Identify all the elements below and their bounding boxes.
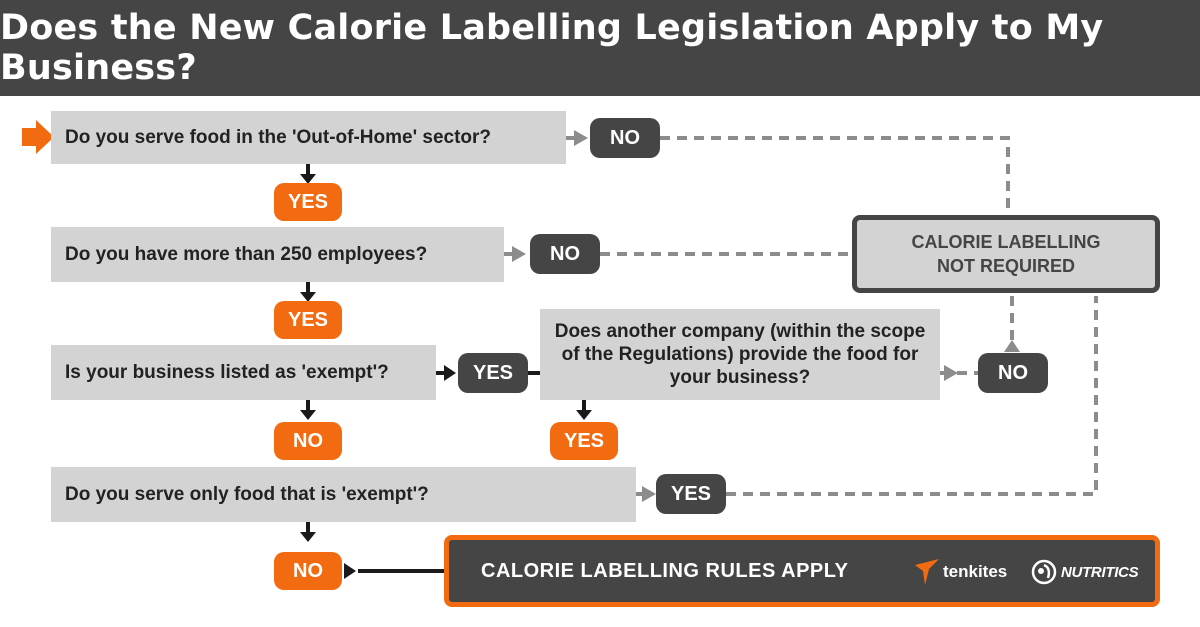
outcome-not-required-line1: CALORIE LABELLING	[911, 232, 1101, 252]
arrowhead-down-5	[300, 532, 316, 542]
arrowhead-down-1	[300, 174, 316, 184]
arrowhead-q1-no	[574, 130, 588, 146]
question-employees-text: Do you have more than 250 employees?	[65, 243, 428, 265]
answer-q1-no: NO	[590, 118, 660, 158]
nutritics-wordmark: NUTRITICS	[1061, 563, 1139, 581]
question-exempt-food-text: Do you serve only food that is 'exempt'?	[65, 483, 429, 505]
dashed-line-q1-no	[660, 136, 1010, 215]
question-exempt-food: Do you serve only food that is 'exempt'?	[51, 467, 636, 522]
outcome-not-required-line2: NOT REQUIRED	[936, 256, 1075, 276]
nutritics-mark-icon	[1031, 559, 1057, 585]
answer-q5-yes: YES	[656, 474, 726, 514]
outcome-rules-apply-text: CALORIE LABELLING RULES APPLY	[481, 559, 849, 582]
answer-q3-yes: YES	[458, 353, 528, 393]
outcome-not-required: CALORIE LABELLING NOT REQUIRED	[852, 215, 1160, 293]
arrowhead-up-to-notreq	[1004, 340, 1020, 352]
arrowhead-down-4	[576, 410, 592, 420]
question-another-company: Does another company (within the scope o…	[540, 309, 940, 400]
answer-q2-yes: YES	[274, 301, 342, 339]
question-exempt-business: Is your business listed as 'exempt'?	[51, 345, 436, 400]
question-employees: Do you have more than 250 employees?	[51, 227, 504, 282]
answer-q2-no: NO	[530, 234, 600, 274]
answer-q4-no: NO	[978, 353, 1048, 393]
answer-q4-yes: YES	[550, 422, 618, 460]
start-arrow-icon	[22, 120, 54, 154]
question-out-of-home-text: Do you serve food in the 'Out-of-Home' s…	[65, 126, 492, 148]
arrowhead-right-q3	[444, 365, 456, 381]
arrowhead-down-3	[300, 410, 316, 420]
grey-arrowheads	[512, 130, 1020, 502]
nutritics-logo: NUTRITICS	[1031, 552, 1139, 592]
arrowhead-q4-no	[944, 365, 958, 381]
tenkites-mark-icon	[915, 559, 939, 585]
answer-q1-yes: YES	[274, 183, 342, 221]
question-another-company-text: Does another company (within the scope o…	[554, 321, 926, 388]
tenkites-logo: tenkites	[913, 552, 1007, 592]
question-out-of-home: Do you serve food in the 'Out-of-Home' s…	[51, 111, 566, 164]
answer-q3-no: NO	[274, 422, 342, 460]
arrowhead-q2-no	[512, 246, 526, 262]
arrowhead-right-rules	[344, 563, 356, 579]
question-exempt-business-text: Is your business listed as 'exempt'?	[65, 361, 389, 383]
page-title: Does the New Calorie Labelling Legislati…	[0, 8, 1104, 88]
answer-q5-no: NO	[274, 552, 342, 590]
outcome-rules-apply: CALORIE LABELLING RULES APPLY tenkites N…	[444, 535, 1160, 607]
arrowhead-down-2	[300, 292, 316, 302]
dashed-line-q5-yes	[726, 296, 1098, 496]
tenkites-wordmark: tenkites	[943, 562, 1008, 581]
black-arrowheads	[300, 174, 592, 579]
arrowhead-q5-yes	[642, 486, 656, 502]
header-bar: Does the New Calorie Labelling Legislati…	[0, 0, 1200, 96]
